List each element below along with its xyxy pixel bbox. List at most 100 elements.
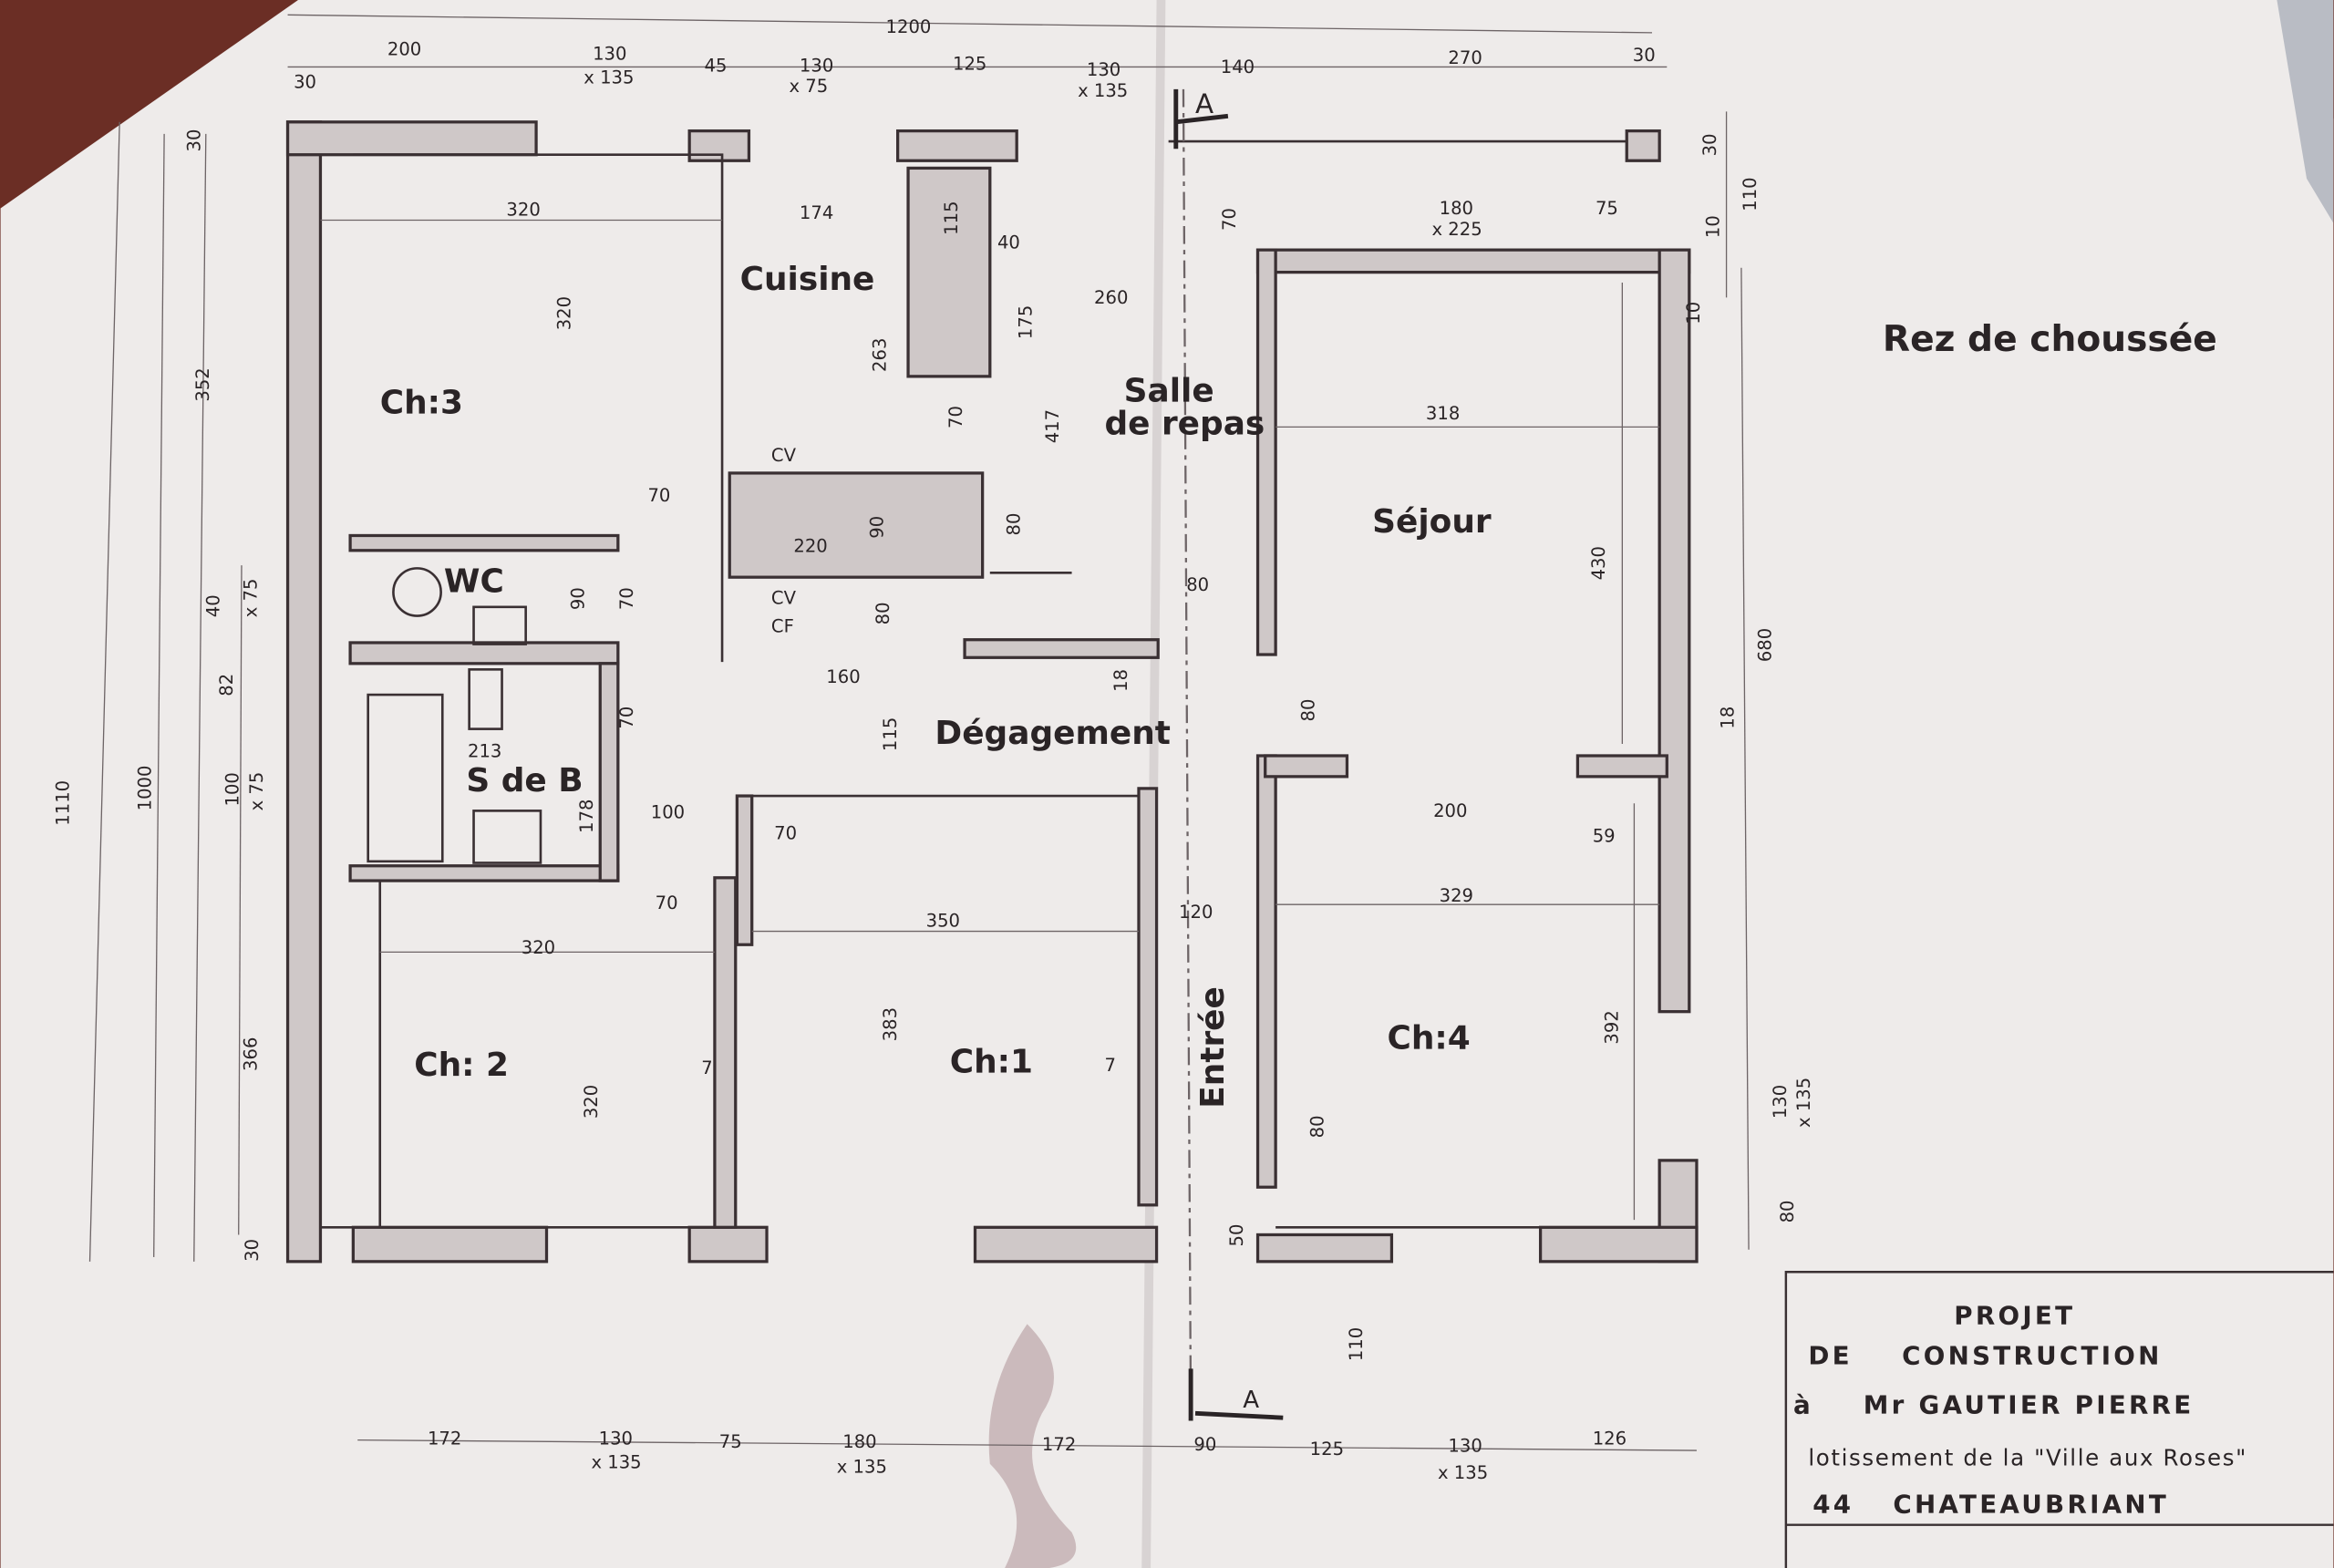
dimension-label: x 75 (790, 76, 829, 97)
plan-title: Rez de choussée (1883, 319, 2217, 360)
title-block-line: 44 (1812, 1490, 1854, 1520)
dimension-label: 178 (576, 799, 597, 832)
dimension-label: 417 (1042, 409, 1063, 443)
title-block-line: CONSTRUCTION (1902, 1340, 2162, 1370)
dimension-label: 125 (953, 54, 986, 75)
title-block-line: DE (1808, 1340, 1853, 1370)
title-block-line: PROJET (1954, 1300, 2075, 1330)
dimension-label: 1110 (53, 780, 74, 826)
walls (285, 120, 1699, 1264)
room-label-sdb: S de B (466, 762, 583, 799)
room-label-wc: WC (444, 562, 504, 600)
stain (988, 1324, 1077, 1568)
dimension-label: x 135 (1793, 1078, 1814, 1128)
dimension-label: 90 (866, 516, 887, 539)
cv-label: CV (771, 588, 797, 609)
dimension-label: 126 (1593, 1429, 1627, 1449)
dimension-label: 110 (1740, 177, 1761, 211)
dimension-label: 70 (945, 406, 966, 428)
dimension-label: 30 (294, 71, 316, 92)
dimension-label: 45 (704, 55, 727, 76)
dimension-label: 70 (647, 485, 670, 506)
dimension-label: 392 (1601, 1010, 1622, 1044)
dimension-label: 70 (616, 707, 637, 729)
dimension-label: 125 (1310, 1439, 1344, 1460)
dimension-label: 200 (1433, 800, 1467, 821)
cv-label: CV (771, 445, 797, 466)
dimension-label: 680 (1755, 628, 1776, 662)
dimension-label: 10 (1702, 215, 1723, 238)
dimension-label: 115 (941, 201, 962, 234)
dimension-label: 18 (1110, 669, 1131, 692)
dimension-label: 130 (800, 55, 833, 76)
dimension-label: 10 (1683, 302, 1704, 325)
dimension-label: 70 (1219, 208, 1240, 231)
paper-fold (1141, 0, 1166, 1568)
dimensions-bottom: 172 130 x 135 75 180 x 135 172 90 125 13… (428, 1429, 1627, 1484)
room-label-cuisine: Cuisine (740, 261, 875, 298)
dimension-label: 329 (1440, 885, 1473, 906)
dimension-label: 50 (1226, 1224, 1247, 1247)
dimension-label: 1000 (134, 766, 155, 811)
dimension-label: 130 (599, 1429, 633, 1449)
room-label-ch3: Ch:3 (380, 385, 463, 422)
title-block-line: à (1793, 1389, 1813, 1419)
dimension-label: 18 (1718, 707, 1739, 729)
cf-label: CF (771, 616, 794, 637)
dimension-label: 174 (800, 202, 833, 223)
dimension-label: 100 (651, 802, 685, 823)
dimension-label: 70 (656, 892, 678, 913)
dimension-label: 40 (202, 594, 223, 617)
dimension-label: 318 (1426, 403, 1460, 424)
dimension-label: 383 (880, 1007, 901, 1041)
dimension-label: 260 (1094, 287, 1128, 308)
dimension-label: 180 (842, 1431, 876, 1452)
dimension-label: 30 (242, 1239, 263, 1262)
dimension-label: 80 (873, 602, 893, 624)
dimension-label: 30 (1699, 133, 1720, 156)
section-label: A (1195, 88, 1213, 119)
dimension-label: 59 (1593, 826, 1616, 847)
room-label-de-repas: de repas (1104, 406, 1265, 443)
room-labels: Ch:3 Cuisine Salle de repas Séjour WC S … (380, 261, 1492, 1109)
dimension-label: x 135 (591, 1452, 641, 1473)
dimension-label: 213 (468, 741, 501, 762)
dimensions-left: 1110 1000 352 366 40 x 75 82 100 x 75 30… (53, 129, 267, 1262)
dimension-label: 320 (506, 200, 540, 221)
dimension-label: 7 (701, 1057, 712, 1078)
dimension-label: 82 (216, 674, 237, 696)
section-mark-top: A (1173, 88, 1229, 150)
dimension-label: 130 (593, 43, 626, 64)
dimension-label: 366 (240, 1037, 261, 1071)
title-block-line: lotissement de la "Ville aux Roses" (1808, 1444, 2247, 1470)
dimension-label: x 135 (1438, 1462, 1488, 1483)
dimension-label: x 225 (1431, 219, 1482, 240)
dimension-label: 320 (581, 1085, 602, 1119)
dimension-label: 40 (997, 232, 1020, 253)
dimension-label: 7 (1104, 1055, 1115, 1076)
dimension-label: x 75 (246, 772, 267, 811)
room-label-degagement: Dégagement (935, 715, 1171, 752)
title-block-line: Mr GAUTIER PIERRE (1864, 1389, 2195, 1419)
dimension-label: 75 (719, 1431, 742, 1452)
dimension-label: 80 (1186, 574, 1209, 595)
dimension-label: 130 (1087, 59, 1121, 80)
dimension-label: 180 (1440, 198, 1473, 219)
dimension-label: 120 (1179, 902, 1213, 923)
dimension-label: x 135 (584, 67, 634, 88)
dimension-label: 172 (1042, 1434, 1076, 1455)
dimensions-inside: 320 320 174 115 40 175 260 263 70 417 70… (468, 198, 1622, 1361)
dimension-label: 1200 (886, 16, 932, 37)
dimension-label: 80 (1003, 513, 1024, 536)
dimension-label: 30 (1633, 45, 1656, 66)
room-label-ch1: Ch:1 (950, 1044, 1033, 1081)
section-label: A (1243, 1387, 1259, 1414)
dimension-label: 200 (387, 38, 421, 59)
dimension-label: 75 (1596, 198, 1618, 219)
room-label-ch4: Ch:4 (1388, 1019, 1471, 1057)
room-label-entree: Entrée (1194, 986, 1232, 1109)
title-block: PROJET DE CONSTRUCTION à Mr GAUTIER PIER… (1784, 1271, 2334, 1568)
dimension-label: 30 (183, 129, 204, 152)
dimension-label: 70 (774, 822, 797, 843)
